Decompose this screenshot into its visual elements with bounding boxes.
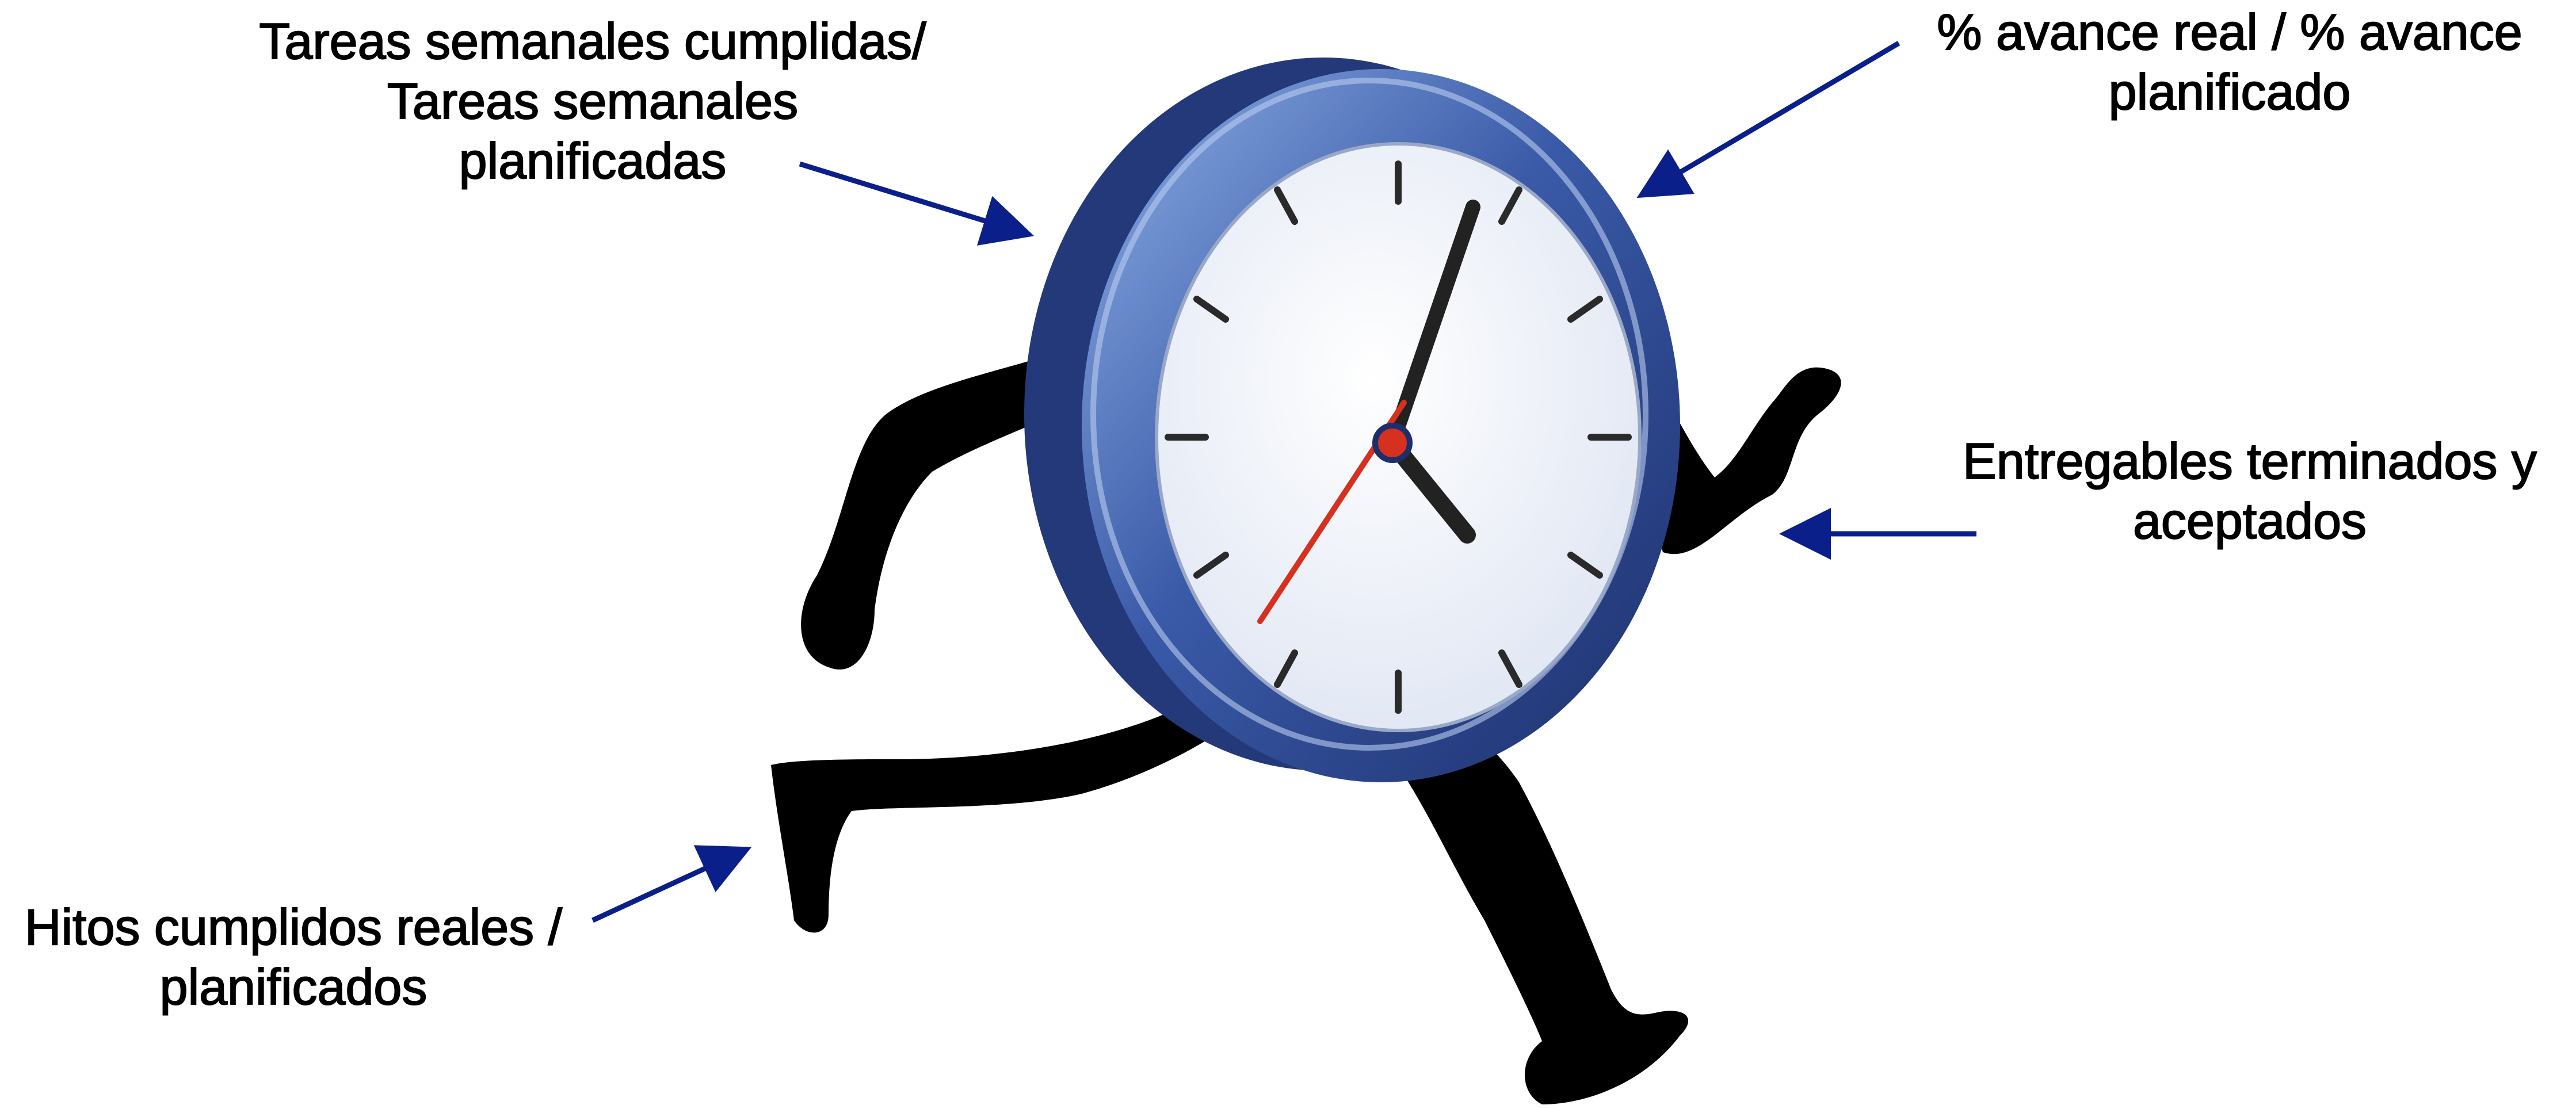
label-line: Entregables terminados y xyxy=(1933,431,2566,491)
label-weekly-tasks: Tareas semanales cumplidas/ Tareas seman… xyxy=(230,12,955,191)
label-line: % avance real / % avance xyxy=(1893,2,2566,62)
label-line: Hitos cumplidos reales / xyxy=(0,897,587,957)
label-progress-ratio: % avance real / % avance planificado xyxy=(1893,2,2566,122)
arrow-top-right xyxy=(1646,43,1899,193)
arrow-bottom-left xyxy=(593,851,742,920)
label-line: Tareas semanales xyxy=(230,71,955,131)
back-leg xyxy=(771,708,1231,932)
label-deliverables: Entregables terminados y aceptados xyxy=(1933,431,2566,551)
clock-center-pin xyxy=(1375,426,1410,460)
label-milestones: Hitos cumplidos reales / planificados xyxy=(0,897,587,1017)
label-line: planificadas xyxy=(230,131,955,191)
label-line: planificados xyxy=(0,957,587,1017)
label-line: Tareas semanales cumplidas/ xyxy=(230,12,955,71)
label-line: aceptados xyxy=(1933,491,2566,551)
running-clock-illustration xyxy=(771,58,1841,1104)
label-line: planificado xyxy=(1893,62,2566,122)
